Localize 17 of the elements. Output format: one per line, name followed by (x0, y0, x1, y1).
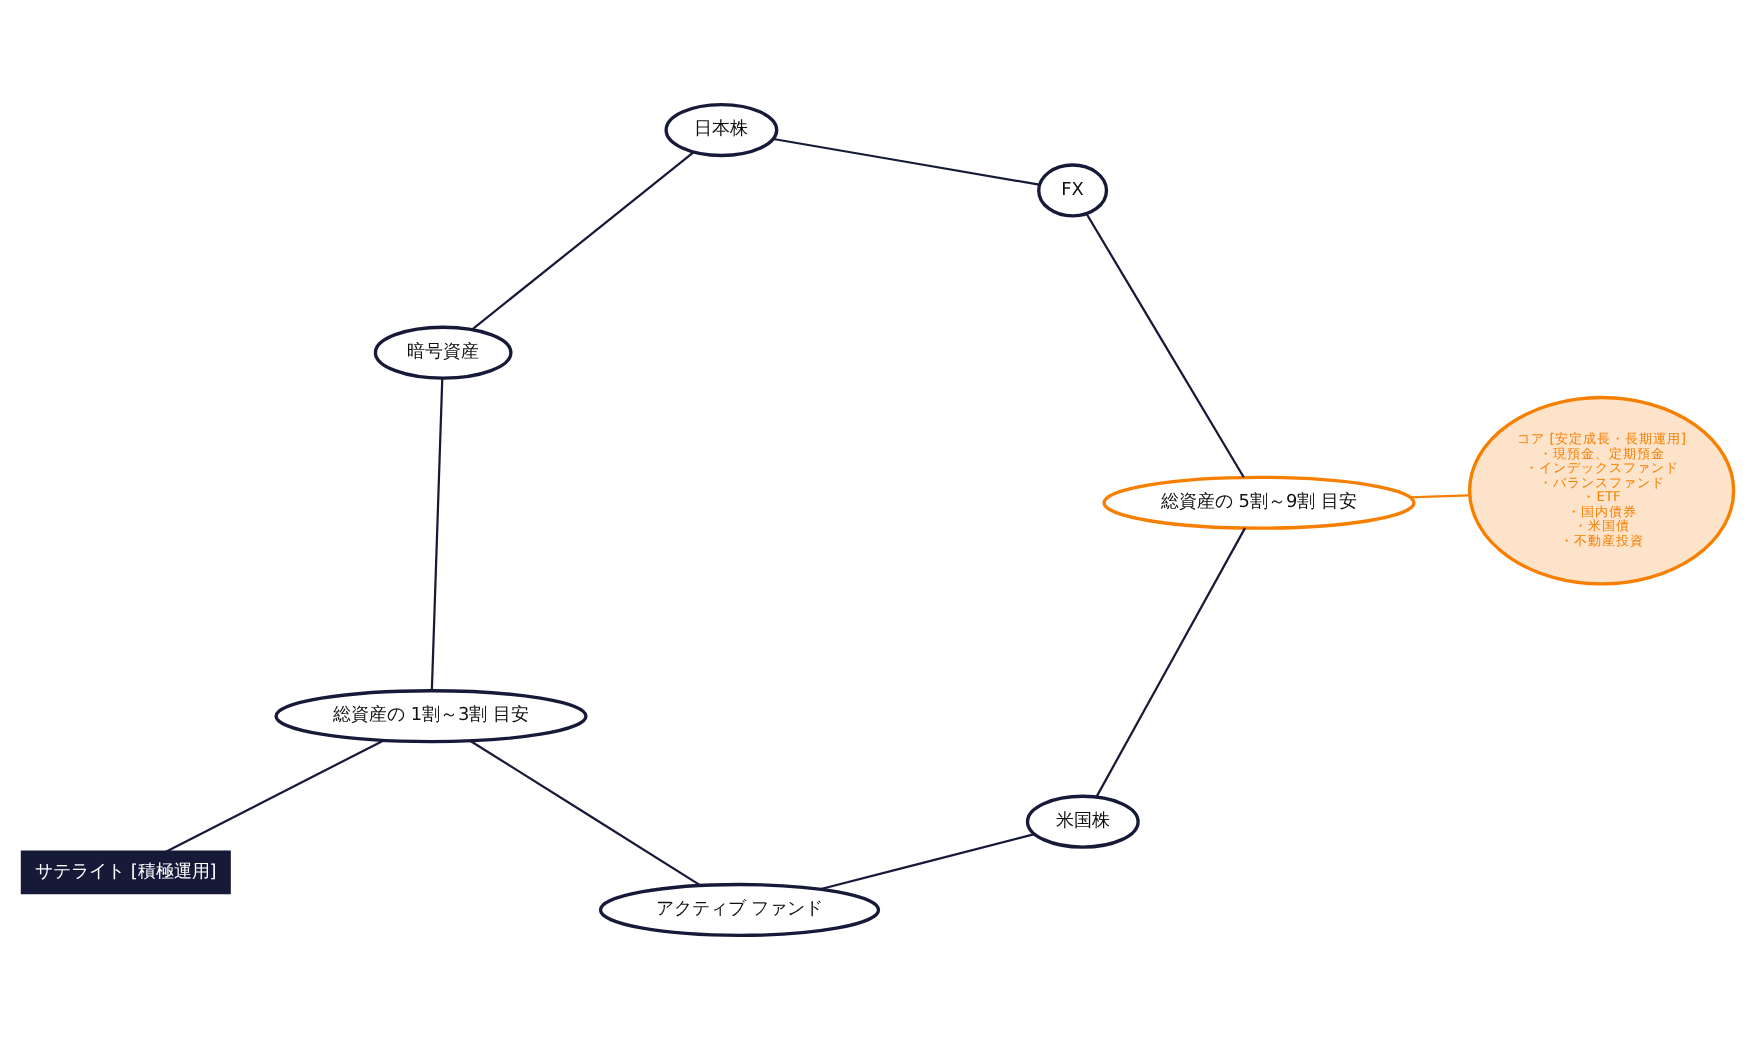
connector (772, 137, 1039, 186)
connector (1094, 527, 1245, 798)
connector (1409, 494, 1469, 499)
node-ellipse: FX (1036, 163, 1108, 218)
node-ellipse: 総資産の 5割～9割 目安 (1101, 475, 1415, 530)
connector (164, 739, 384, 854)
connector (468, 739, 701, 887)
node-box: サテライト [積極運用] (19, 850, 230, 895)
node-ellipse: 米国株 (1024, 794, 1139, 849)
connector (1084, 213, 1244, 478)
node-ellipse: 総資産の 1割～3割 目安 (273, 689, 587, 744)
connector (470, 151, 694, 331)
node-ellipse: アクティブ ファンド (597, 882, 880, 938)
connector (429, 378, 443, 691)
node-ellipse: 暗号資産 (372, 325, 512, 380)
node-ellipse: 日本株 (663, 102, 778, 158)
connector (818, 832, 1034, 891)
